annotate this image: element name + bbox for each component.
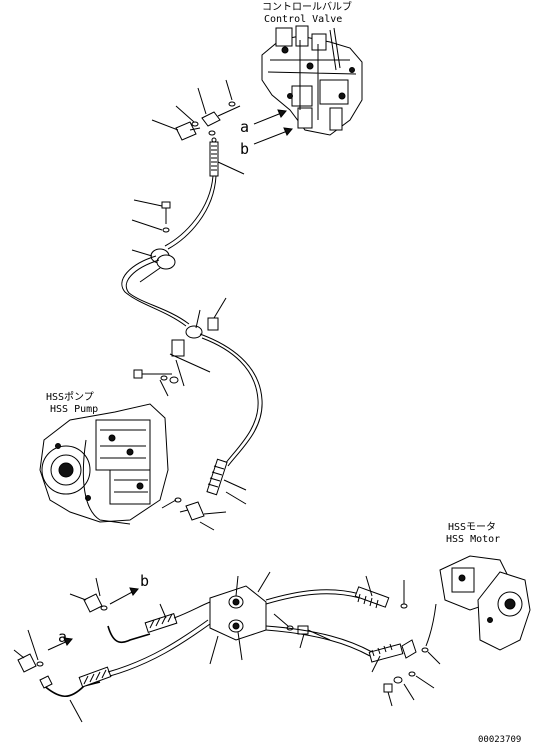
hss-motor-label-en: HSS Motor [446, 534, 500, 545]
control-valve-assembly: コントロールバルブ Control Valve [261, 0, 363, 136]
hose-valve-to-pump [121, 141, 263, 505]
port-b-label-lower: b [140, 572, 149, 590]
port-b-label-valve: b [240, 140, 249, 158]
hss-pump-assembly: HSSポンプ HSS Pump [39, 391, 227, 531]
hss-pump-label-jp: HSSポンプ [46, 391, 94, 403]
drawing-number: 00023709 [478, 735, 521, 745]
control-valve-label-en: Control Valve [264, 14, 342, 25]
hss-motor-assembly: HSSモータ HSS Motor [421, 521, 531, 665]
valve-fittings [151, 79, 241, 143]
port-a-label-lower: a [58, 628, 67, 646]
port-a-label-valve: a [240, 118, 249, 136]
control-valve-label-jp: コントロールバルブ [262, 0, 352, 13]
hss-pump-label-en: HSS Pump [50, 404, 98, 415]
hss-motor-label-jp: HSSモータ [448, 521, 496, 533]
lower-hose-assembly: a b [13, 571, 435, 723]
valve-port-markers: a b [240, 109, 293, 158]
